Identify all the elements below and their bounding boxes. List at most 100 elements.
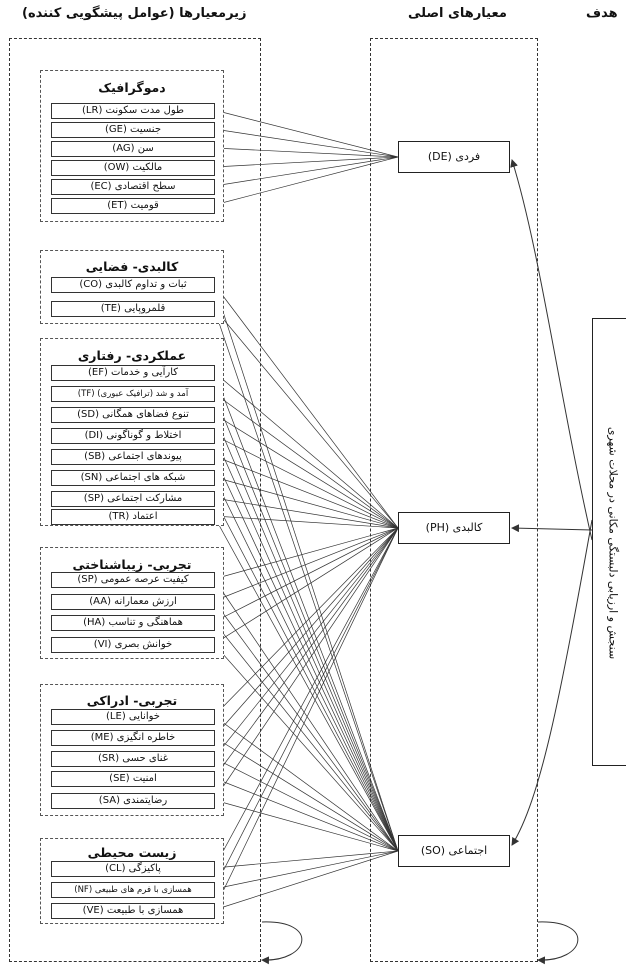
sub-criterion-item: کیفیت عرصه عمومی (SP) — [51, 572, 215, 588]
link-line — [213, 715, 399, 852]
link-line — [213, 476, 399, 529]
link-line — [213, 128, 399, 158]
main-criteria-column — [370, 38, 538, 962]
link-line — [213, 621, 399, 852]
link-line — [213, 109, 399, 158]
sub-criterion-item: جنسیت (GE) — [51, 122, 215, 138]
sub-criterion-item: پیوندهای اجتماعی (SB) — [51, 449, 215, 465]
sub-criterion-item: همسازی با فرم های طبیعی (NF) — [51, 882, 215, 898]
group-physical-spatial: کالبدی- فضایی ثبات و تداوم کالبدی (CO) ق… — [40, 250, 224, 324]
goal-box: سنجش و ارزیابی دلبستگی مکانی در محلات شه… — [592, 318, 626, 766]
sub-criterion-item: هماهنگی و تناسب (HA) — [51, 615, 215, 631]
sub-criterion-item: قومیت (ET) — [51, 198, 215, 214]
link-line — [213, 371, 399, 852]
sub-criterion-item: پاکیزگی (CL) — [51, 861, 215, 877]
sub-criterion-item: مالکیت (OW) — [51, 160, 215, 176]
link-line — [213, 455, 399, 852]
sub-criteria-column — [9, 38, 261, 962]
arrow-goal-social — [511, 519, 593, 846]
sub-criterion-item: امنیت (SE) — [51, 771, 215, 787]
sub-criterion-item: اختلاط و گوناگونی (DI) — [51, 428, 215, 444]
link-line — [213, 392, 399, 852]
link-line — [213, 497, 399, 529]
sub-criterion-item: طول مدت سکونت (LR) — [51, 103, 215, 119]
sub-criterion-item: تنوع فضاهای همگانی (SD) — [51, 407, 215, 423]
sub-criterion-item: غنای حسی (SR) — [51, 751, 215, 767]
sub-criterion-item: ارزش معمارانه (AA) — [51, 594, 215, 610]
link-line — [213, 578, 399, 852]
arrow-goal-physical — [511, 524, 593, 533]
link-line — [213, 434, 399, 852]
arrow-goal-individual — [510, 159, 593, 541]
link-line — [213, 307, 399, 529]
sub-criterion-item: اعتماد (TR) — [51, 509, 215, 525]
group-title: تجربی- ادراکی — [86, 693, 178, 708]
sub-criterion-item: سن (AG) — [51, 141, 215, 157]
link-line — [213, 392, 399, 529]
group-title: عملکردی- رفتاری — [77, 348, 187, 363]
sub-criterion-item: همسازی با طبیعت (VE) — [51, 903, 215, 919]
self-loop-sub — [261, 921, 303, 965]
criterion-individual: فردی (DE) — [398, 141, 510, 173]
link-line — [213, 455, 399, 529]
sub-criterion-item: رضایتمندی (SA) — [51, 793, 215, 809]
link-line — [213, 283, 399, 529]
group-title: تجربی- زیباشناختی — [72, 557, 192, 572]
group-environmental: زیست محیطی پاکیزگی (CL) همسازی با فرم ها… — [40, 838, 224, 924]
link-line — [213, 527, 399, 602]
group-experiential-perceptual: تجربی- ادراکی خوانایی (LE) خاطره انگیزی … — [40, 684, 224, 816]
group-functional-behavioral: عملکردی- رفتاری کارآیی و خدمات (EF) آمد … — [40, 338, 224, 526]
self-loop-main — [537, 921, 579, 965]
link-line — [213, 147, 399, 158]
criterion-social: اجتماعی (SO) — [398, 835, 510, 867]
link-line — [213, 515, 399, 529]
sub-criterion-item: خوانایی (LE) — [51, 709, 215, 725]
link-line — [213, 497, 399, 852]
link-line — [213, 850, 399, 869]
link-line — [213, 156, 399, 187]
goal-header: هدف — [586, 6, 618, 21]
link-line — [213, 476, 399, 852]
group-title: زیست محیطی — [87, 845, 177, 860]
link-line — [213, 850, 399, 890]
link-line — [213, 413, 399, 529]
sub-criterion-item: سطح اقتصادی (EC) — [51, 179, 215, 195]
link-line — [213, 515, 399, 852]
link-line — [213, 643, 399, 852]
link-line — [213, 736, 399, 852]
link-line — [213, 527, 399, 869]
sub-criterion-item: مشارکت اجتماعی (SP) — [51, 491, 215, 507]
sub-criterion-item: خاطره انگیزی (ME) — [51, 730, 215, 746]
sub-criterion-item: شبکه های اجتماعی (SN) — [51, 470, 215, 486]
main-criteria-header: معیارهای اصلی — [408, 6, 507, 21]
sub-criterion-item: خوانش بصری (VI) — [51, 637, 215, 653]
link-line — [213, 413, 399, 852]
link-line — [213, 156, 399, 206]
link-line — [213, 757, 399, 852]
link-line — [213, 527, 399, 580]
link-line — [213, 600, 399, 852]
link-line — [213, 283, 399, 852]
group-demographic: دموگرافیک طول مدت سکونت (LR) جنسیت (GE) … — [40, 70, 224, 222]
criterion-physical: کالبدی (PH) — [398, 512, 510, 544]
link-line — [213, 799, 399, 852]
link-line — [213, 434, 399, 529]
link-line — [213, 850, 399, 911]
sub-criterion-item: کارآیی و خدمات (EF) — [51, 365, 215, 381]
group-experiential-aesthetic: تجربی- زیباشناختی کیفیت عرصه عمومی (SP) … — [40, 547, 224, 659]
group-title: دموگرافیک — [98, 80, 166, 95]
link-line — [213, 156, 399, 168]
sub-criterion-item: آمد و شد (ترافیک عبوری) (TF) — [51, 386, 215, 402]
link-line — [213, 527, 399, 890]
group-title: کالبدی- فضایی — [85, 259, 179, 274]
link-line — [213, 777, 399, 852]
link-line — [213, 527, 399, 623]
sub-criterion-item: قلمروپایی (TE) — [51, 301, 215, 317]
link-line — [213, 527, 399, 911]
sub-criterion-item: ثبات و تداوم کالبدی (CO) — [51, 277, 215, 293]
goal-label: سنجش و ارزیابی دلبستگی مکانی در محلات شه… — [606, 426, 620, 660]
sub-criteria-header: زیرمعیارها (عوامل پیشگویی کننده) — [22, 6, 247, 21]
link-line — [213, 307, 399, 852]
